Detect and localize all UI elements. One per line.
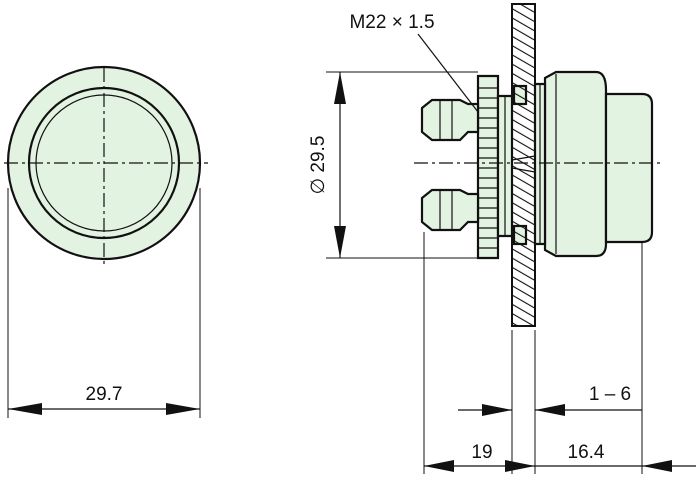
bezel-front — [543, 70, 608, 258]
actuator-cap — [604, 92, 654, 244]
dim-front-depth: 16.4 — [568, 442, 605, 463]
dim-bezel-diameter: ∅ 29.5 — [308, 136, 329, 195]
dim-panel-thickness: 1 – 6 — [589, 384, 631, 405]
rear-latch-bottom — [420, 188, 480, 232]
dim-thread: M22 × 1.5 — [349, 12, 434, 33]
nut-knurling — [478, 87, 498, 249]
front-view: 29.7 — [4, 65, 208, 418]
mounting-nut — [476, 74, 500, 260]
dim-29-7-arrow-left — [8, 403, 42, 415]
dim-rear-depth: 19 — [471, 442, 492, 463]
dim-29-7-arrow-right — [166, 403, 200, 415]
thread-leader — [417, 33, 479, 113]
rear-latch-top — [420, 98, 480, 142]
mounting-panel — [511, 3, 536, 327]
side-view: M22 × 1.5 ∅ 29.5 1 – 6 19 16.4 — [308, 3, 696, 474]
dim-front-diameter: 29.7 — [86, 384, 123, 405]
